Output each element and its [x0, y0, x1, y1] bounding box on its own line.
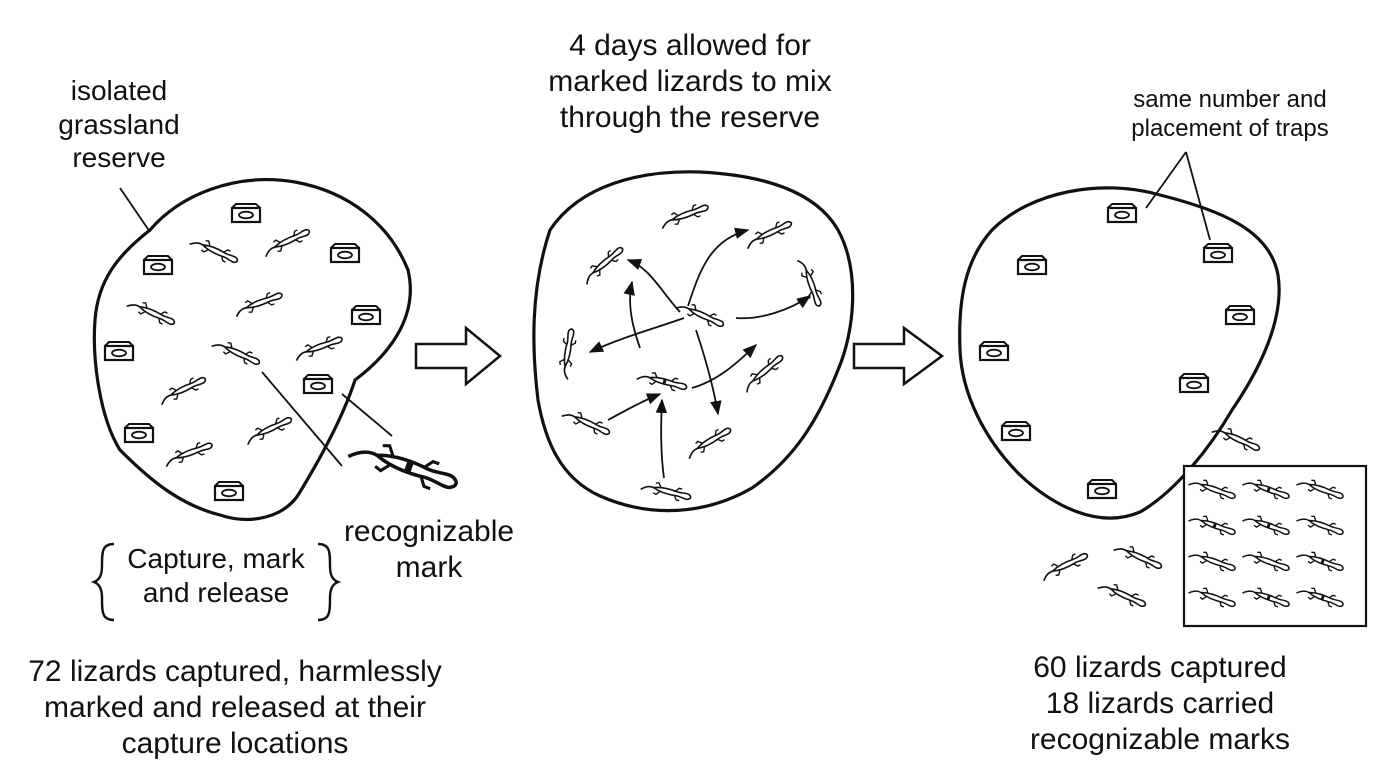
stage2-caption: 4 days allowed for marked lizards to mix… [548, 29, 832, 134]
arrow-icon [691, 344, 758, 389]
lizard-icon [1112, 539, 1165, 574]
stage3-caption: 60 lizards captured 18 lizards carried r… [1029, 651, 1291, 756]
right-arrow-icon [852, 325, 945, 387]
arrow-icon [735, 295, 812, 320]
lizard-icon [1096, 577, 1149, 612]
reserve-outline-2 [532, 170, 855, 513]
left-brace [90, 542, 115, 622]
stage1-caption: 72 lizards captured, harmlessly marked a… [28, 655, 442, 760]
arrow-icon [623, 280, 641, 349]
arrow-icon [607, 393, 662, 421]
marked-lizard-icon [348, 434, 461, 497]
arrow-icon [626, 259, 681, 313]
reserve-label: isolated grassland reserve [58, 75, 180, 174]
callout-line [341, 393, 393, 437]
arrow-icon [695, 329, 722, 416]
right-arrow-icon [414, 325, 502, 387]
movement-arrows [588, 227, 812, 479]
reserve-pointer-line [119, 187, 151, 233]
arrow-icon [687, 227, 750, 307]
callout-line [261, 371, 343, 467]
reserve-outline-1 [92, 178, 412, 521]
bracket-label: Capture, mark and release [127, 543, 305, 608]
arrow-icon [655, 398, 668, 479]
traps-pointer-line [1145, 151, 1187, 209]
mark-label: recognizable mark [343, 515, 515, 584]
traps-pointer-line [1185, 151, 1211, 241]
right-brace [317, 542, 342, 622]
traps-label: same number and placement of traps [1131, 86, 1329, 142]
lizard-icon [1038, 548, 1091, 583]
